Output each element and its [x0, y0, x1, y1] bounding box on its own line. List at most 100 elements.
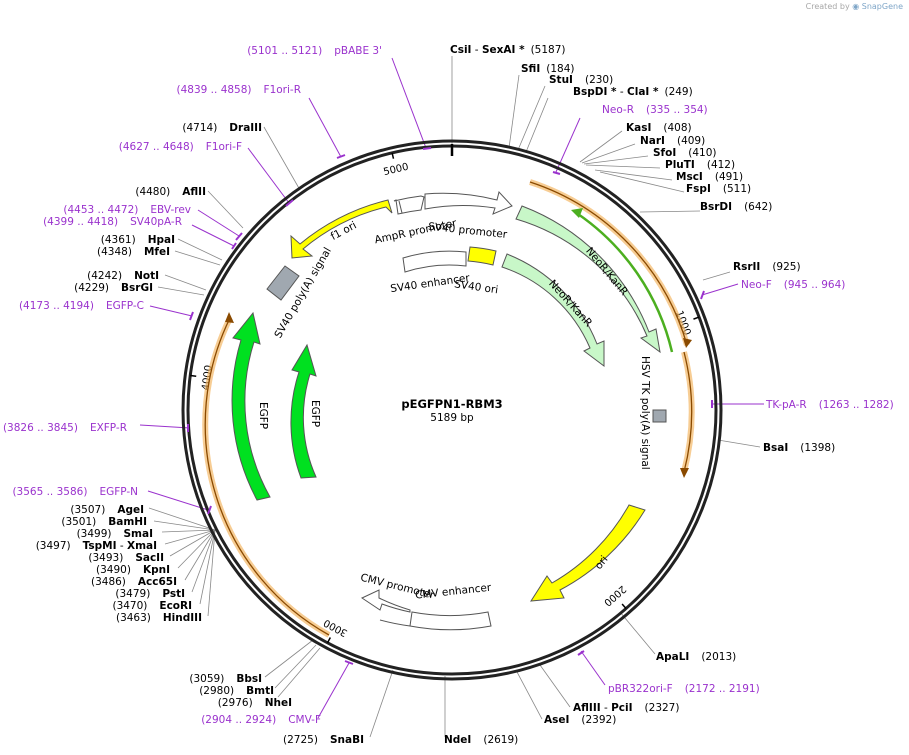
- orf-b-arc-line: [683, 351, 693, 473]
- feature-f1-ori: [290, 199, 393, 259]
- enzyme-label-sfoi: SfoI(410): [653, 147, 717, 159]
- enzyme-label-nhei: (2976)NheI: [218, 697, 292, 709]
- tick-mark: [621, 603, 627, 609]
- enzyme-label-agei: (3507)AgeI: [70, 504, 144, 516]
- enzyme-label-hindiii: (3463)HindIII: [116, 612, 202, 624]
- enzyme-label-kasi: KasI(408): [626, 122, 692, 134]
- enzyme-label-asei: AseI(2392): [544, 714, 616, 726]
- enzyme-label-bmti: (2980)BmtI: [199, 685, 274, 697]
- plasmid-length: 5189 bp: [430, 412, 474, 424]
- primer-label-pbabe3: (5101 .. 5121)pBABE 3': [247, 45, 382, 57]
- enzyme-label-afliii-pcii: AflIII - PciI(2327): [573, 702, 679, 714]
- watermark-prefix: Created by: [805, 2, 850, 11]
- cds-neo-line: [577, 212, 674, 353]
- primer-label-f1ori-r: (4839 .. 4858)F1ori-R: [177, 84, 301, 96]
- enzyme-label-csii: CsiI - SexAI *(5187): [450, 44, 566, 56]
- feature-cmv-enhancer: [409, 611, 492, 631]
- feature-egfp-inner: [290, 343, 317, 479]
- enzyme-label-tspmi-xmai: (3497)TspMI - XmaI: [36, 540, 157, 552]
- feature-label-neor-kanr-inner: NeoR/KanR: [546, 278, 594, 330]
- tick-mark: [693, 316, 700, 320]
- tick-mark: [391, 152, 395, 159]
- primer-label-tk-pa-r: TK-pA-R(1263 .. 1282): [765, 399, 894, 411]
- primer-label-pbr322ori-f: pBR322ori-F(2172 .. 2191): [608, 683, 760, 695]
- enzyme-label-sfii: SfiI(184): [521, 63, 575, 75]
- enzyme-label-fspi: FspI(511): [686, 183, 751, 195]
- enzyme-label-sacii: (3493)SacII: [88, 552, 164, 564]
- orf-b-arrowhead: [680, 468, 689, 478]
- feature-neor-kanr-outer: [515, 205, 661, 354]
- enzyme-label-acc65i: (3486)Acc65I: [91, 576, 177, 588]
- orf-neo-arc-line: [529, 181, 688, 346]
- enzyme-label-msci: MscI(491): [676, 171, 743, 183]
- primer-label-egfp-n: (3565 .. 3586)EGFP-N: [12, 486, 138, 498]
- feature-sv40-ori: [467, 246, 497, 266]
- enzyme-label-rsrii: RsrII(925): [733, 261, 801, 273]
- enzyme-label-pluti: PluTI(412): [665, 159, 735, 171]
- enzyme-label-hpai: (4361)HpaI: [101, 234, 175, 246]
- enzyme-labels: CsiI - SexAI *(5187) SfiI(184) StuI(230)…: [36, 44, 835, 746]
- plasmid-name: pEGFPN1-RBM3: [401, 397, 502, 411]
- feature-sv40-enhancer: [402, 250, 467, 273]
- enzyme-label-snabi: (2725)SnaBI: [283, 734, 364, 746]
- enzyme-label-ecori: (3470)EcoRI: [112, 600, 192, 612]
- snapgene-logo-icon: ◉: [852, 2, 860, 11]
- feature-ampr-promoter: [393, 195, 425, 215]
- primer-leader-lines: [139, 57, 764, 719]
- feature-egfp-outer: [231, 311, 271, 501]
- enzyme-label-bbsi: (3059)BbsI: [189, 673, 262, 685]
- backbone-outer-strand: [181, 139, 723, 681]
- tick-label: 5000: [382, 162, 409, 178]
- enzyme-label-mfei: (4348)MfeI: [97, 246, 170, 258]
- enzyme-label-bamhi: (3501)BamHI: [61, 516, 147, 528]
- feature-label-hsv-tk-polya: HSV TK poly(A) signal: [639, 356, 651, 470]
- enzyme-label-smai: (3499)SmaI: [77, 528, 153, 540]
- leader-lines: [148, 56, 761, 738]
- feature-neor-kanr-inner: [501, 253, 605, 367]
- primer-label-ebv-rev: (4453 .. 4472)EBV-rev: [63, 204, 191, 216]
- tick-mark: [190, 374, 197, 378]
- orf-neo-arrowhead: [683, 338, 692, 348]
- enzyme-label-psti: (3479)PstI: [115, 588, 185, 600]
- primer-label-exfp-r: (3826 .. 3845)EXFP-R: [3, 422, 127, 434]
- enzyme-label-draiii: (4714)DraIII: [182, 122, 262, 134]
- primer-marks: [187, 147, 713, 665]
- feature-ori: [530, 504, 646, 602]
- enzyme-label-noti: (4242)NotI: [87, 270, 159, 282]
- feature-hsv-tk-polya: [652, 409, 667, 423]
- snapgene-watermark: Created by ◉ SnapGene: [806, 2, 903, 11]
- primer-label-neo-r: Neo-R(335 .. 354): [602, 104, 708, 116]
- enzyme-label-kpni: (3490)KpnI: [96, 564, 170, 576]
- primer-label-neo-f: Neo-F(945 .. 964): [741, 279, 845, 291]
- feature-cmv-promoter: [360, 589, 411, 627]
- orf-egfp-arc-line: [204, 317, 330, 636]
- orf-egfp-arrowhead: [225, 312, 234, 323]
- watermark-brand: SnapGene: [861, 2, 903, 11]
- enzyme-label-bspdi-clai: BspDI * - ClaI *(249): [573, 86, 693, 98]
- features: [231, 190, 667, 631]
- enzyme-label-apali: ApaLI(2013): [656, 651, 736, 663]
- feature-label-sv40-promoter: SV40 promoter: [428, 221, 509, 241]
- primer-labels: (5101 .. 5121)pBABE 3' (4839 .. 4858)F1o…: [3, 45, 894, 726]
- orf-arcs: [202, 179, 695, 638]
- feature-label-egfp-outer: EGFP: [257, 402, 269, 429]
- enzyme-label-aflii: (4480)AflII: [135, 186, 206, 198]
- enzyme-label-nari: NarI(409): [640, 135, 705, 147]
- primer-label-sv40pa-r: (4399 .. 4418)SV40pA-R: [43, 216, 182, 228]
- enzyme-label-bsrdi: BsrDI(642): [700, 201, 772, 213]
- primer-label-f1ori-f: (4627 .. 4648)F1ori-F: [119, 141, 242, 153]
- tick-mark: [326, 637, 332, 644]
- feature-label-egfp-inner: EGFP: [309, 400, 321, 427]
- enzyme-label-ndei: NdeI(2619): [444, 734, 518, 746]
- primer-label-cmv-f: (2904 .. 2924)CMV-F: [201, 714, 321, 726]
- primer-label-egfp-c: (4173 .. 4194)EGFP-C: [19, 300, 144, 312]
- tick-label: 2000: [601, 583, 627, 608]
- cds-neo-arrowhead: [571, 208, 583, 218]
- feature-sv40-polya: [266, 265, 300, 301]
- enzyme-label-bsai: BsaI(1398): [763, 442, 835, 454]
- feature-label-sv40-ori: SV40 ori: [453, 278, 498, 296]
- enzyme-label-bsrgi: (4229)BsrGI: [74, 282, 153, 294]
- enzyme-label-stui: StuI(230): [549, 74, 613, 86]
- feature-sv40-promoter: [424, 190, 513, 215]
